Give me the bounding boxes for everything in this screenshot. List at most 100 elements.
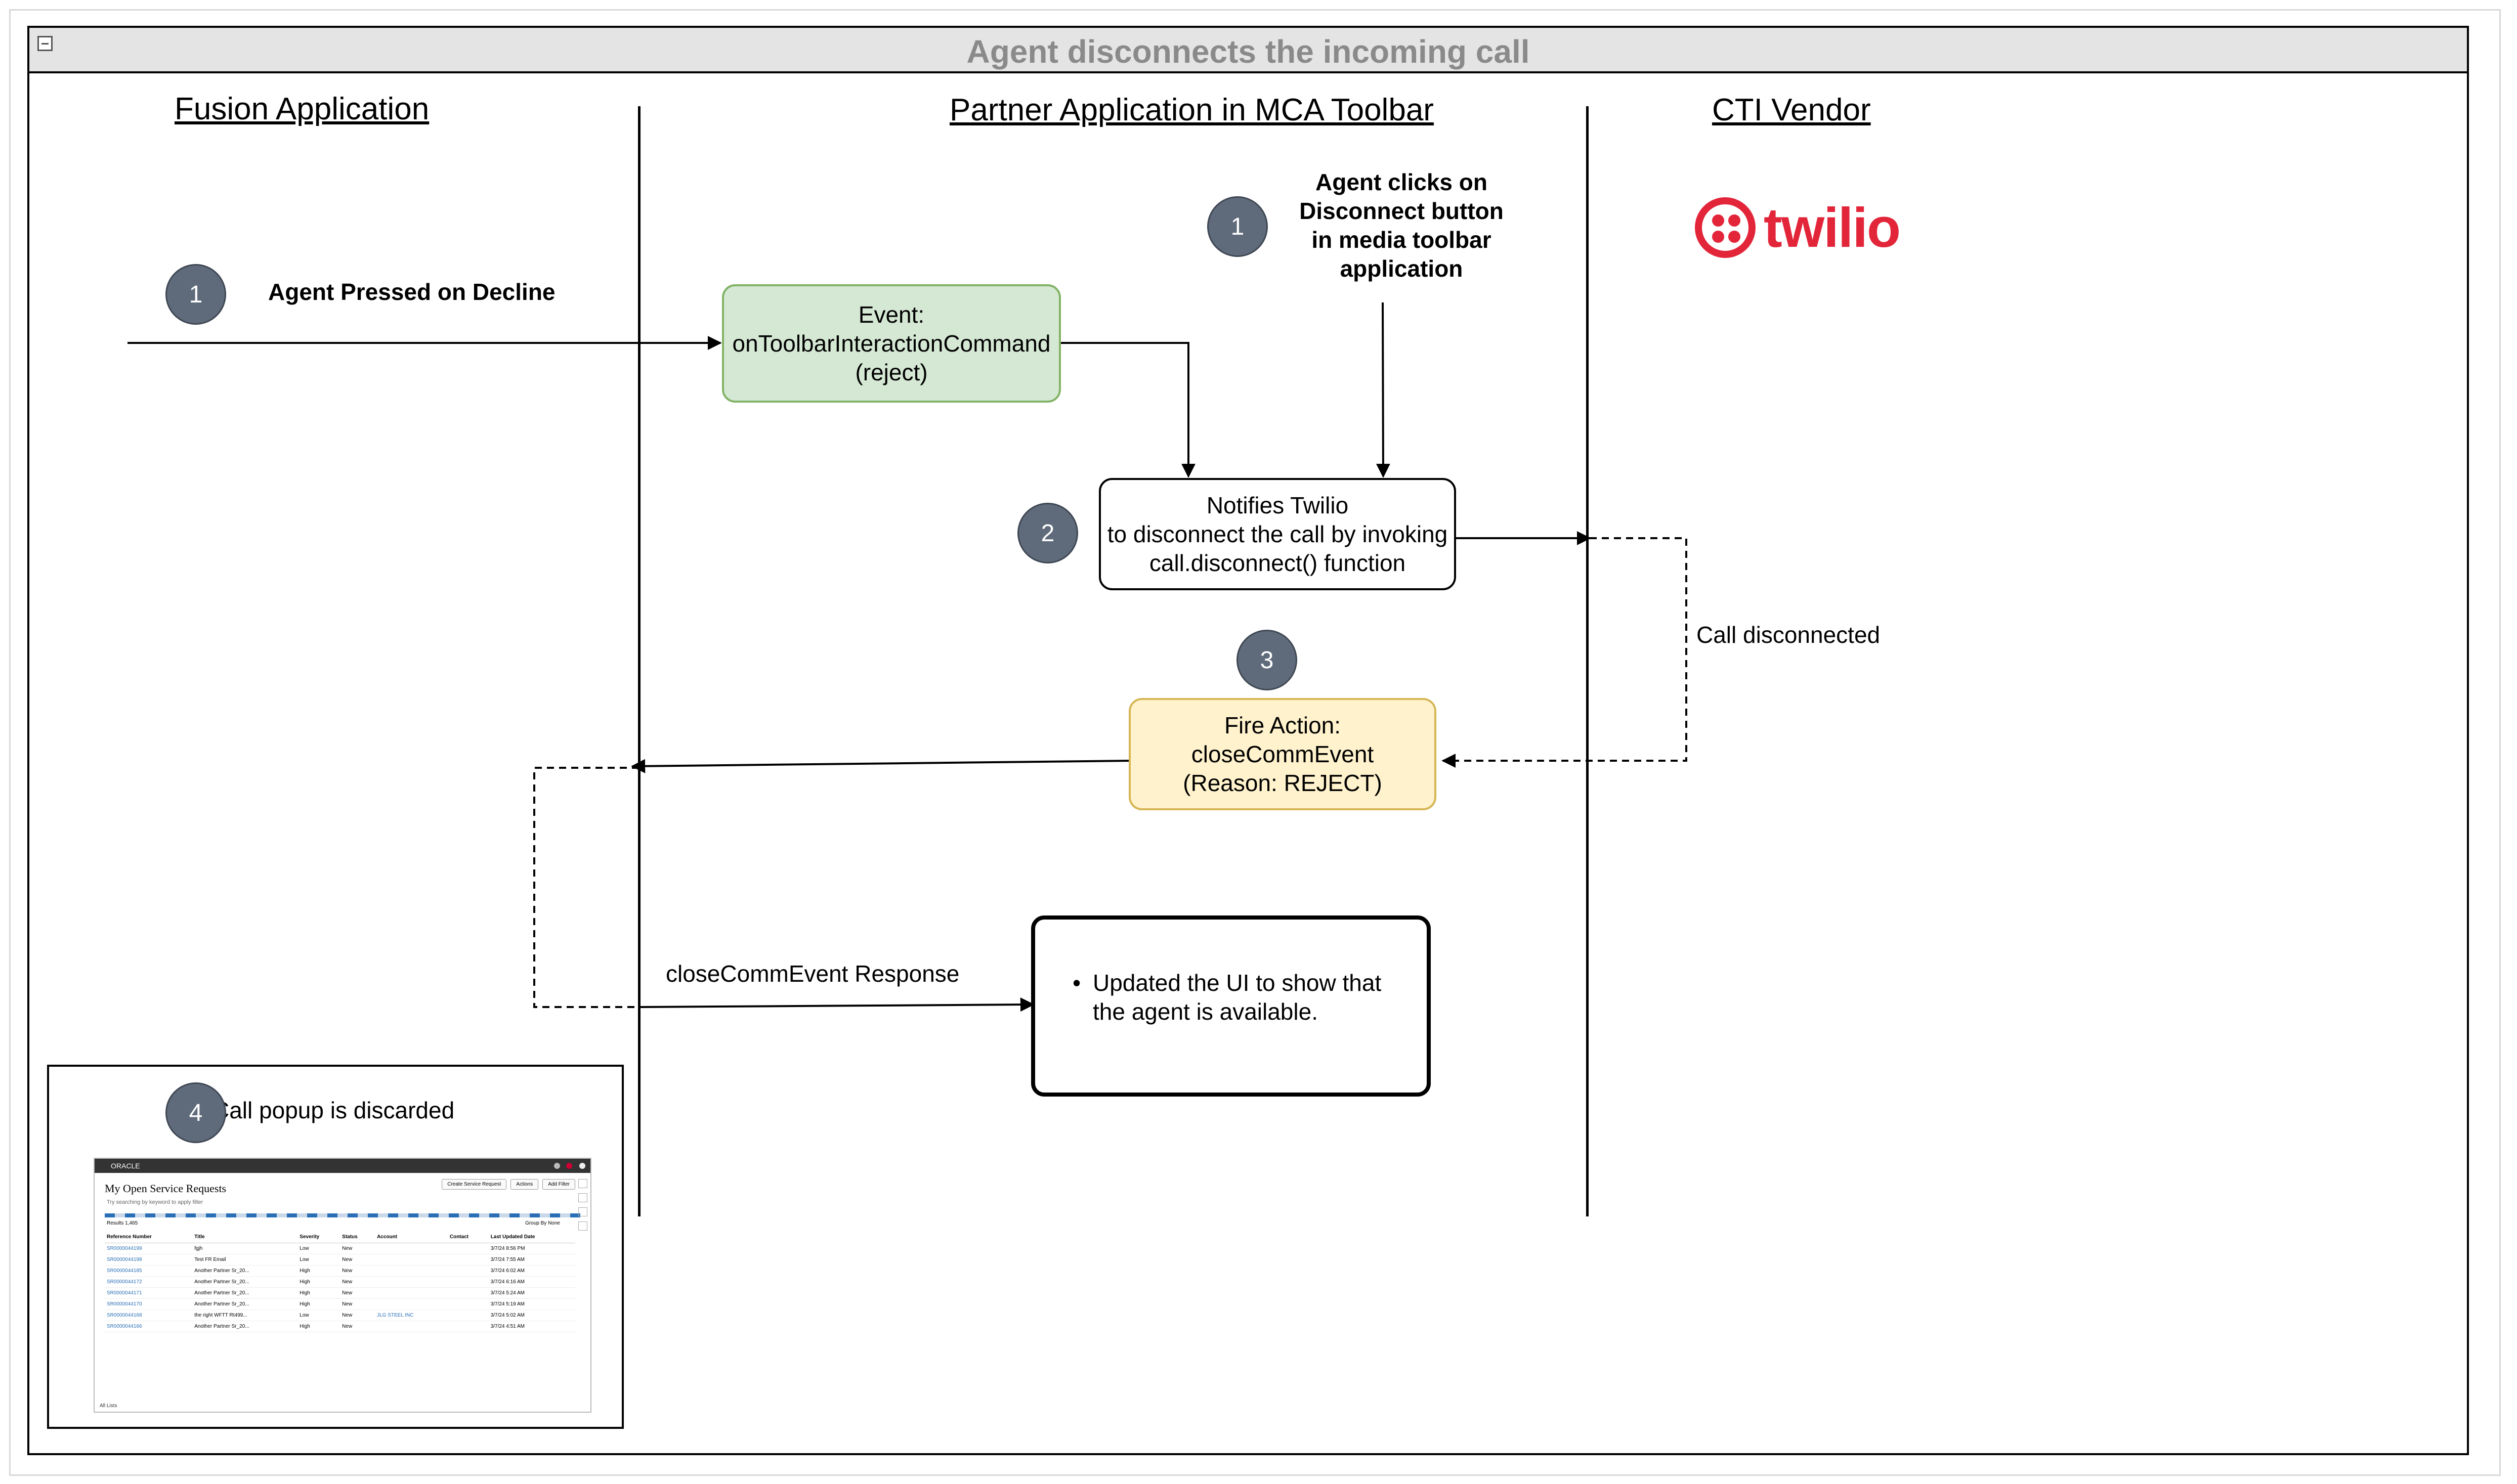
thumb-table-cell[interactable]: SR0000044168 bbox=[105, 1310, 193, 1321]
thumb-table-cell bbox=[375, 1287, 448, 1299]
thumb-header: ORACLE bbox=[95, 1159, 590, 1173]
thumb-table-cell bbox=[447, 1276, 489, 1288]
label-agent-pressed-decline: Agent Pressed on Decline bbox=[268, 279, 556, 305]
thumb-table-cell: Another Partner Sr_20... bbox=[192, 1265, 298, 1277]
thumb-table-cell: Low bbox=[297, 1254, 340, 1265]
thumb-table-cell bbox=[375, 1298, 448, 1310]
thumb-add-filter-button[interactable]: Add Filter bbox=[542, 1179, 575, 1190]
thumb-side-icon[interactable] bbox=[578, 1179, 587, 1188]
thumb-table-cell: Another Partner Sr_20... bbox=[192, 1276, 298, 1288]
bullet-item: Updated the UI to show that the agent is… bbox=[1073, 969, 1381, 1026]
thumb-table-cell: Another Partner Sr_20... bbox=[192, 1287, 298, 1299]
thumb-table-cell bbox=[447, 1298, 489, 1310]
diagram-container: Agent disconnects the incoming call bbox=[27, 26, 2469, 1455]
thumb-table-cell bbox=[447, 1243, 489, 1254]
thumb-column-header[interactable]: Status bbox=[340, 1231, 375, 1243]
thumb-table-cell bbox=[375, 1254, 448, 1265]
thumb-side-icon[interactable] bbox=[578, 1193, 587, 1202]
thumb-column-header[interactable]: Severity bbox=[297, 1231, 340, 1243]
thumb-table-cell: 3/7/24 6:02 AM bbox=[488, 1265, 575, 1277]
diagram-title: Agent disconnects the incoming call bbox=[966, 33, 1530, 70]
thumb-table-cell: Another Partner Sr_20... bbox=[192, 1321, 298, 1332]
thumb-table-cell: Low bbox=[297, 1243, 340, 1254]
thumb-table-cell: fgjh bbox=[192, 1243, 298, 1254]
fire-action-close-comm-box: Fire Action: closeCommEvent (Reason: REJ… bbox=[1129, 698, 1436, 810]
thumb-search-hint: Try searching by keyword to apply filter bbox=[107, 1199, 203, 1205]
thumb-table-cell[interactable]: SR0000044185 bbox=[105, 1265, 193, 1277]
thumb-brand: ORACLE bbox=[111, 1162, 140, 1170]
step-badge-fusion-4-overlay: 4 bbox=[165, 1082, 226, 1143]
label-call-disconnected: Call disconnected bbox=[1696, 622, 1881, 648]
thumb-notification-icon bbox=[554, 1163, 560, 1169]
thumb-table-cell[interactable]: SR0000044172 bbox=[105, 1276, 193, 1288]
arrow-fire-to-fusion bbox=[631, 759, 1130, 773]
thumb-table-cell: New bbox=[340, 1276, 375, 1288]
thumb-table-cell bbox=[447, 1254, 489, 1265]
step-badge-partner-2: 2 bbox=[1017, 503, 1078, 563]
thumb-table-cell[interactable]: SR0000044198 bbox=[105, 1254, 193, 1265]
thumb-table-cell: 3/7/24 8:56 PM bbox=[488, 1243, 575, 1254]
thumb-column-header[interactable]: Last Updated Date bbox=[488, 1231, 575, 1243]
call-popup-thumbnail-frame: ORACLE My Open Service Requests Try sear… bbox=[47, 1065, 624, 1429]
thumb-table-cell: Another Partner Sr_20... bbox=[192, 1298, 298, 1310]
thumb-side-icon[interactable] bbox=[578, 1221, 587, 1231]
thumb-table-cell: New bbox=[340, 1321, 375, 1332]
step-badge-partner-1: 1 bbox=[1207, 196, 1268, 257]
lane-title-cti: CTI Vendor bbox=[1712, 93, 1871, 127]
thumb-alert-icon bbox=[566, 1163, 572, 1169]
thumb-group-by[interactable]: Group By None bbox=[525, 1220, 560, 1226]
thumb-table-cell[interactable]: SR0000044166 bbox=[105, 1321, 193, 1332]
thumb-results-bar: Results 1,465 Group By None bbox=[107, 1220, 560, 1226]
arrow-close-response-loop bbox=[533, 767, 639, 1008]
arrow-close-response bbox=[638, 997, 1035, 1012]
arrow-call-disconnected bbox=[1441, 537, 1687, 768]
thumb-table-cell: New bbox=[340, 1265, 375, 1277]
thumb-table-cell bbox=[447, 1310, 489, 1321]
thumb-side-icon[interactable] bbox=[578, 1207, 587, 1216]
thumb-table-cell: High bbox=[297, 1298, 340, 1310]
thumb-table-cell bbox=[447, 1287, 489, 1299]
thumb-table-cell[interactable]: SR0000044199 bbox=[105, 1243, 193, 1254]
outer-border bbox=[9, 9, 2501, 1476]
thumb-column-header[interactable]: Account bbox=[375, 1231, 448, 1243]
thumb-table-cell bbox=[447, 1265, 489, 1277]
thumb-table-cell: 3/7/24 7:55 AM bbox=[488, 1254, 575, 1265]
lane-title-fusion: Fusion Application bbox=[175, 92, 430, 126]
thumb-table-cell: the right WFTT Rt499... bbox=[192, 1310, 298, 1321]
thumb-page-title: My Open Service Requests bbox=[105, 1182, 227, 1195]
collapse-icon[interactable] bbox=[37, 36, 53, 51]
thumb-table-cell[interactable]: SR0000044171 bbox=[105, 1287, 193, 1299]
event-toolbar-interaction-box: Event: onToolbarInteractionCommand (reje… bbox=[722, 284, 1061, 403]
thumb-table-cell bbox=[375, 1243, 448, 1254]
lane-title-partner: Partner Application in MCA Toolbar bbox=[950, 93, 1434, 127]
label-agent-clicks-disconnect: Agent clicks on Disconnect button in med… bbox=[1299, 169, 1504, 282]
thumb-table-cell: High bbox=[297, 1276, 340, 1288]
thumb-table-cell bbox=[375, 1265, 448, 1277]
thumb-table-cell: High bbox=[297, 1265, 340, 1277]
updated-ui-bullet-list: Updated the UI to show that the agent is… bbox=[1073, 969, 1381, 1026]
thumb-column-header[interactable]: Title bbox=[192, 1231, 298, 1243]
thumb-table-cell[interactable]: SR0000044170 bbox=[105, 1298, 193, 1310]
lane-divider-partner-cti bbox=[1586, 106, 1589, 1216]
thumb-table-cell: 3/7/24 5:19 AM bbox=[488, 1298, 575, 1310]
thumb-table-cell: New bbox=[340, 1243, 375, 1254]
thumb-table-cell bbox=[447, 1321, 489, 1332]
thumb-actions-button[interactable]: Actions bbox=[510, 1179, 539, 1190]
thumb-create-sr-button[interactable]: Create Service Request bbox=[442, 1179, 507, 1190]
thumb-column-header[interactable]: Reference Number bbox=[105, 1231, 193, 1243]
thumb-action-buttons: Create Service Request Actions Add Filte… bbox=[442, 1179, 575, 1190]
thumb-table-cell: 3/7/24 6:16 AM bbox=[488, 1276, 575, 1288]
thumb-table-cell: New bbox=[340, 1254, 375, 1265]
thumb-column-header[interactable]: Contact bbox=[447, 1231, 489, 1243]
thumb-footer[interactable]: All Lists bbox=[100, 1403, 117, 1409]
twilio-wordmark: twilio bbox=[1764, 196, 1901, 259]
thumb-results-count: Results 1,465 bbox=[107, 1220, 138, 1226]
